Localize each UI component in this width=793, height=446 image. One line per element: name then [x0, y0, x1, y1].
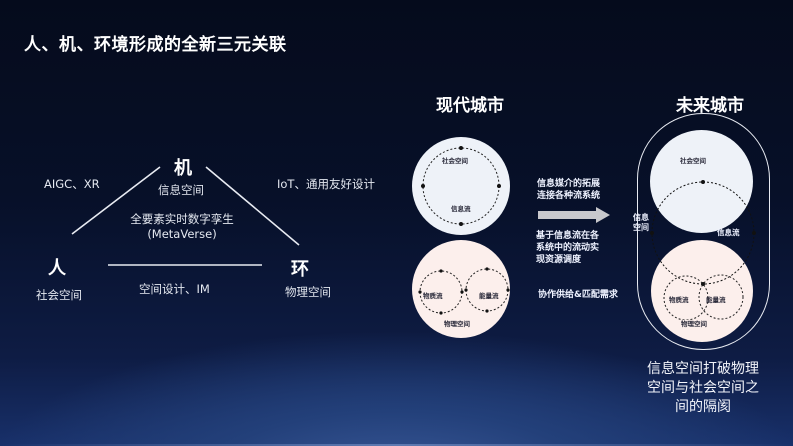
modern-info-flow-ring [421, 146, 501, 226]
middle-text2-line1: 基于信息流在各 [536, 231, 600, 241]
future-physical-label: 物理空间 [681, 320, 707, 328]
future-social-label: 社会空间 [680, 157, 706, 165]
right-arrow-icon [538, 207, 610, 223]
center-label-line1: 全要素实时数字孪生 [130, 212, 234, 226]
left-edge-label: AIGC、XR [44, 177, 100, 191]
machine-sub-label: 信息空间 [158, 183, 204, 197]
future-flow-rings [650, 180, 756, 320]
center-label-line2: (MetaVerse) [147, 227, 217, 241]
machine-node: 机 [174, 158, 192, 179]
future-caption: 信息空间打破物理 空间与社会空间之 间的隔阂 [640, 360, 766, 417]
future-caption-line1: 信息空间打破物理 [647, 361, 759, 377]
bottom-edge-label: 空间设计、IM [139, 282, 210, 296]
future-physical-circle [651, 240, 753, 342]
middle-text3: 协作供给&匹配需求 [538, 290, 618, 300]
modern-material-flow-label: 物质流 [423, 292, 443, 300]
future-info-space-line2: 空间 [633, 223, 649, 232]
environment-sub-label: 物理空间 [285, 285, 331, 299]
modern-info-flow-label: 信息流 [451, 205, 471, 213]
middle-text2-line2: 系统中的流动实 [536, 243, 600, 253]
future-caption-line2: 空间与社会空间之 [647, 380, 759, 396]
right-edge-label: IoT、通用友好设计 [277, 177, 375, 191]
future-city-capsule [637, 113, 770, 350]
future-city-heading: 未来城市 [676, 96, 744, 116]
middle-text2-line3: 现资源调度 [536, 255, 582, 265]
human-node: 人 [48, 258, 66, 279]
future-energy-flow-label: 能量流 [706, 296, 726, 304]
modern-physical-label: 物理空间 [444, 320, 470, 328]
horizon-glow [0, 444, 793, 446]
modern-flow-rings [418, 267, 510, 315]
middle-text1-line2: 连接各种流系统 [537, 191, 601, 201]
future-info-flow-label: 信息流 [717, 228, 740, 237]
middle-text1-line1: 信息媒介的拓展 [537, 179, 601, 189]
future-caption-line3: 间的隔阂 [675, 399, 731, 415]
environment-node: 环 [291, 259, 309, 280]
modern-social-circle [412, 137, 510, 235]
modern-physical-circle [412, 240, 510, 338]
modern-city-heading: 现代城市 [436, 96, 504, 116]
future-material-flow-label: 物质流 [669, 296, 689, 304]
modern-social-label: 社会空间 [442, 157, 468, 165]
future-info-space-line1: 信息 [633, 213, 649, 222]
human-sub-label: 社会空间 [36, 288, 82, 302]
modern-energy-flow-label: 能量流 [479, 292, 499, 300]
page-title: 人、机、环境形成的全新三元关联 [24, 35, 287, 55]
